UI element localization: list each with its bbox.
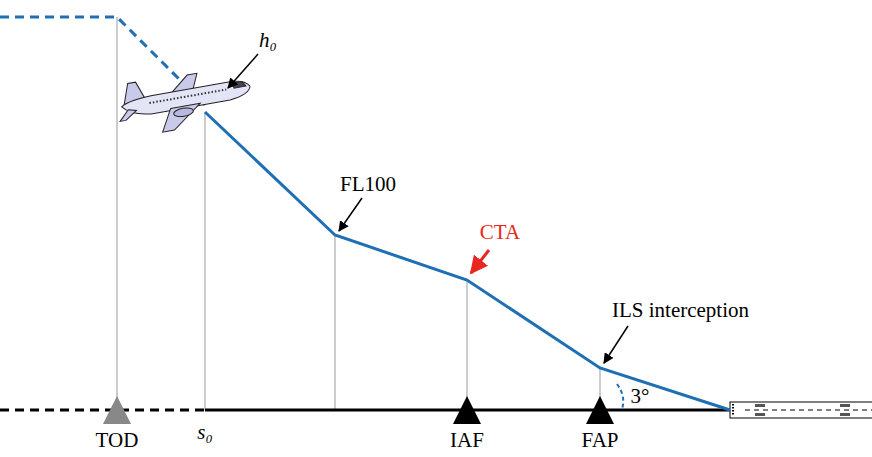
height-label: h₀	[259, 30, 277, 51]
distance-label: s₀	[197, 422, 212, 443]
ground-dashed	[0, 409, 205, 412]
reference-lines	[117, 17, 600, 410]
tod-marker	[103, 396, 131, 424]
fap-marker	[586, 396, 614, 424]
fix-label: FAP	[582, 430, 619, 451]
iaf-marker	[453, 396, 481, 424]
waypoint-label: FL100	[340, 174, 396, 195]
aircraft	[114, 63, 255, 139]
leader-arrow	[339, 198, 362, 231]
runway	[730, 402, 872, 418]
leader-arrow	[604, 326, 628, 363]
cta-label: CTA	[480, 222, 520, 243]
leader-arrow	[228, 54, 258, 88]
angle-label: 3°	[631, 386, 650, 407]
fix-label: TOD	[96, 430, 139, 451]
waypoint-label: ILS interception	[612, 300, 749, 321]
fix-label: IAF	[450, 430, 484, 451]
angle-arc	[617, 384, 623, 409]
descent-path	[205, 112, 730, 410]
leader-arrow	[471, 250, 489, 273]
